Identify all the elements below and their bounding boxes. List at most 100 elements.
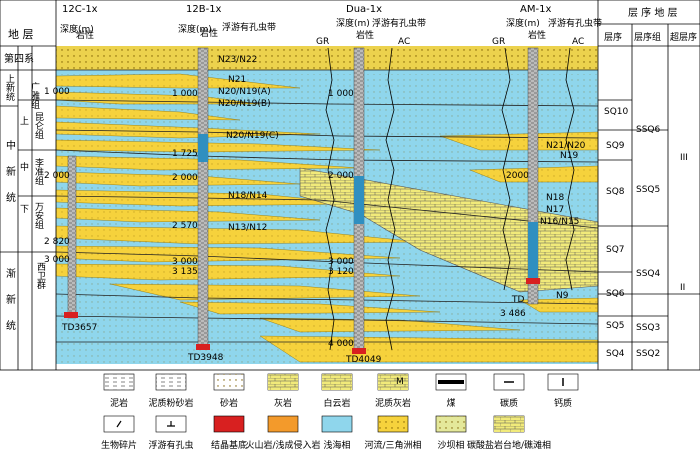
depth-label: 2 570	[172, 221, 198, 231]
depth-label: 2 000	[44, 171, 70, 181]
chrono-lizhun: 李准组	[33, 157, 44, 185]
well-ac-am: AC	[572, 37, 584, 47]
foram-legend-swatch	[155, 415, 187, 433]
seq-group-label: SSQ3	[636, 323, 660, 333]
volc-legend-swatch	[267, 415, 299, 433]
seq-header: 层 序 地 层	[628, 6, 678, 19]
foram-zone: N20/N19(A)	[218, 87, 271, 97]
bio-legend-swatch	[103, 415, 135, 433]
sand-legend-swatch	[213, 373, 245, 391]
depth-label: 3 486	[500, 309, 526, 319]
depth-label: 2 820	[44, 237, 70, 247]
legend-label: 火山岩/浅成侵入岩	[245, 439, 320, 451]
well-depth-label-dua: 深度(m)	[336, 17, 370, 29]
sequence-label: SQ9	[606, 141, 625, 151]
well-fossil-label-am: 浮游有孔虫带	[548, 17, 602, 29]
well-name-12c: 12C-1x	[62, 4, 98, 15]
sequence-label: SQ5	[606, 321, 625, 331]
carb-legend-swatch	[493, 373, 525, 391]
base-legend-swatch	[213, 415, 245, 433]
chrono-zhong: 中	[20, 161, 29, 173]
legend-label: 煤	[446, 397, 455, 409]
correlation-lines	[55, 69, 599, 343]
depth-label: 3 135	[172, 267, 198, 277]
legend-label: 碳酸盐岩台地/礁滩相	[467, 439, 551, 451]
legend-label: 泥质灰岩	[375, 397, 411, 409]
legend-label: 泥质粉砂岩	[148, 397, 193, 409]
foram-zone: N20/N19(B)	[218, 99, 271, 109]
foram-zone: N16/N15	[540, 217, 579, 227]
foram-zone: N21/N20	[546, 141, 586, 151]
foram-zone: N23/N22	[218, 55, 257, 65]
dolo-legend-swatch	[321, 373, 353, 391]
chrono-xia: 下	[20, 205, 29, 215]
depth-label: 2 000	[328, 171, 354, 181]
foram-zone: N20/N19(C)	[226, 131, 279, 141]
sequence-label: SQ8	[606, 187, 625, 197]
legend-label: 沙坝相	[437, 439, 464, 451]
legend-label: 碳质	[500, 397, 518, 409]
legend-label: 砂岩	[220, 397, 238, 409]
lime-legend-swatch	[267, 373, 299, 391]
depth-label: 3 000	[44, 255, 70, 265]
seq-group-label: SSQ5	[636, 185, 660, 195]
chrono-wanan: 万安组	[33, 202, 44, 229]
well-name-12b: 12B-1x	[186, 4, 222, 15]
well-gr-am: GR	[492, 37, 505, 47]
sequence-label: SQ7	[606, 245, 625, 255]
well-name-am: AM-1x	[520, 4, 551, 15]
depth-label: 1 000	[172, 89, 198, 99]
sequence-label: SQ10	[604, 107, 629, 117]
legend: 泥岩泥质粉砂岩砂岩灰岩白云岩M泥质灰岩煤碳质钙质生物碎片浮游有孔虫结晶基底火山岩…	[101, 373, 579, 451]
depth-label: 4 000	[328, 339, 354, 349]
legend-label: 灰岩	[274, 397, 292, 409]
foram-zone: N17	[546, 205, 564, 215]
chrono-jianxin: 渐新统	[4, 267, 16, 346]
sequence-label: SQ6	[606, 289, 625, 299]
super-seq-label: II	[680, 283, 685, 293]
chrono-shangxin: 上新统	[4, 74, 15, 102]
legend-label: 泥岩	[110, 397, 128, 409]
depth-label: 3 120	[328, 267, 354, 277]
foram-zone: N13/N12	[228, 223, 267, 233]
well-litho-label-12c: 岩性	[76, 29, 94, 41]
well-name-dua: Dua-1x	[346, 4, 382, 15]
well-columns	[64, 47, 540, 354]
chrono-quaternary: 第四系	[4, 52, 34, 65]
marl-legend-swatch: M	[377, 373, 409, 391]
well-td: TD3657	[61, 323, 97, 333]
chrono-shang: 上	[20, 116, 29, 127]
reef-legend-swatch	[493, 415, 525, 433]
well-litho-label-dua: 岩性	[356, 29, 374, 41]
strata-header: 地 层	[8, 28, 34, 41]
legend-mark: M	[396, 377, 404, 387]
well-depth-label-12c: 深度(m)	[60, 23, 94, 35]
coal-legend-swatch	[435, 373, 467, 391]
seq-group-label: SSQ4	[636, 269, 661, 279]
super-seq-label: III	[680, 153, 688, 163]
bar-legend-swatch	[435, 415, 467, 433]
sequence-label: SQ4	[606, 349, 625, 359]
legend-label: 浮游有孔虫	[148, 439, 193, 451]
legend-label: 浅海相	[323, 439, 350, 451]
depth-label: 2000	[506, 171, 529, 181]
depth-label: 1 000	[328, 89, 354, 99]
shelf-legend-swatch	[321, 415, 353, 433]
depth-label: 1 725	[172, 149, 198, 159]
foram-zone: N18/N14	[228, 191, 268, 201]
well-litho-label-am: 岩性	[528, 29, 546, 41]
chrono-kunlun: 昆仑组	[33, 112, 44, 139]
depth-label: 2 000	[172, 173, 198, 183]
chrono-guangya: 广雅组	[29, 81, 40, 109]
seq-col-sq: 层序	[604, 31, 622, 43]
foram-zone: N21	[228, 75, 246, 85]
legend-label: 钙质	[554, 397, 572, 409]
seq-col-ssq: 层序组	[634, 31, 661, 43]
delta-legend-swatch	[377, 415, 409, 433]
seq-col-super: 超层序	[670, 31, 697, 43]
depth-label: 3 000	[328, 257, 354, 267]
foram-zone: N19	[560, 151, 578, 161]
well-depth-label-12b: 深度(m)	[178, 23, 212, 35]
legend-label: 生物碎片	[101, 439, 137, 451]
calc-legend-swatch	[547, 373, 579, 391]
